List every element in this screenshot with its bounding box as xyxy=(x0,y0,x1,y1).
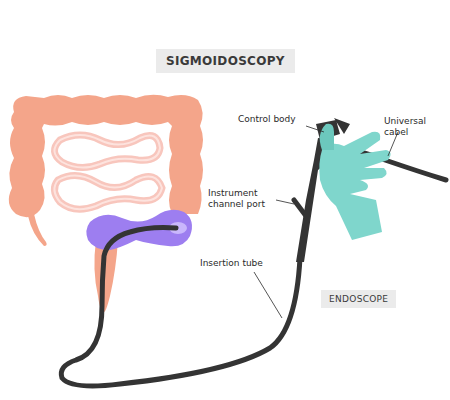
large-intestine xyxy=(9,95,203,312)
part-label: Control body xyxy=(238,114,296,125)
leader-lines xyxy=(254,126,398,318)
title-box: SIGMOIDOSCOPY xyxy=(156,49,295,73)
diagram-title: SIGMOIDOSCOPY xyxy=(166,54,285,68)
small-intestine-inner xyxy=(54,135,162,209)
part-label: Universal cabel xyxy=(384,116,446,138)
part-label: Insertion tube xyxy=(200,258,263,269)
small-intestine xyxy=(54,135,162,209)
name-box: ENDOSCOPE xyxy=(321,290,396,308)
part-label: Instrument channel port xyxy=(208,188,276,210)
thumb xyxy=(320,124,334,150)
box-text: ENDOSCOPE xyxy=(329,294,388,304)
insertion-tube xyxy=(61,228,300,387)
